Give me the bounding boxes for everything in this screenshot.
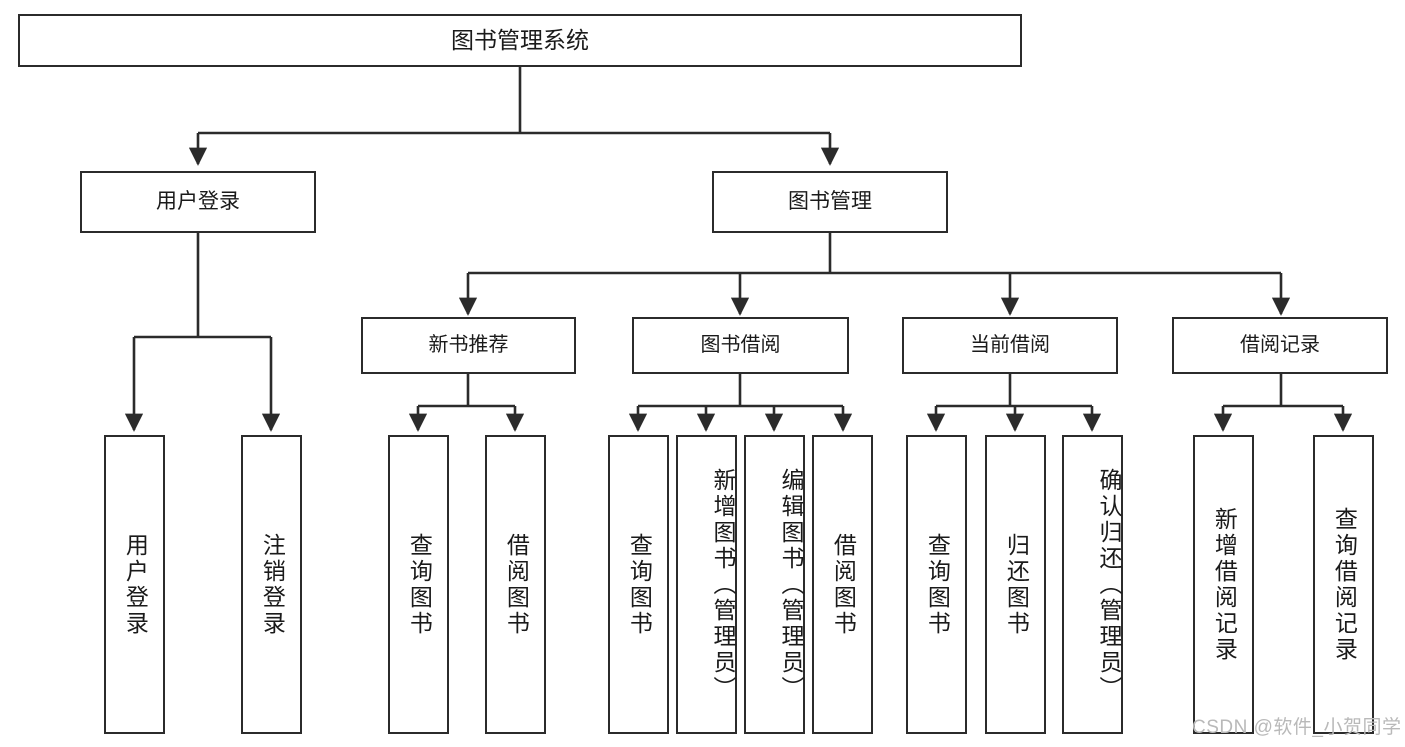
leaf-logout-login-label: 注销登录 <box>259 532 286 637</box>
leaf-return-book-label: 归还图书 <box>1003 532 1030 637</box>
node-root-label: 图书管理系统 <box>451 26 589 53</box>
node-book-borrow[interactable]: 图书借阅 <box>632 317 849 374</box>
leaf-add-record[interactable]: 新增借阅记录 <box>1193 435 1254 734</box>
node-book-borrow-label: 图书借阅 <box>700 334 781 357</box>
leaf-borrow-book-1[interactable]: 借阅图书 <box>485 435 546 734</box>
node-borrow-record-label: 借阅记录 <box>1240 334 1320 357</box>
node-user-login-label: 用户登录 <box>156 190 240 214</box>
leaf-add-record-label: 新增借阅记录 <box>1211 506 1238 663</box>
leaf-query-book-3[interactable]: 查询图书 <box>906 435 967 734</box>
leaf-user-login-label: 用户登录 <box>122 532 149 637</box>
csdn-watermark: CSDN @软件_小贺同学 <box>1192 717 1402 738</box>
leaf-query-book-3-label: 查询图书 <box>924 532 951 637</box>
node-current-borrow[interactable]: 当前借阅 <box>902 317 1118 374</box>
node-borrow-record[interactable]: 借阅记录 <box>1172 317 1388 374</box>
leaf-confirm-return[interactable]: 确认归还（管理员） <box>1062 435 1123 734</box>
leaf-user-login[interactable]: 用户登录 <box>104 435 165 734</box>
leaf-query-record[interactable]: 查询借阅记录 <box>1313 435 1374 734</box>
leaf-borrow-book-1-label: 借阅图书 <box>503 532 530 637</box>
node-new-book-recommend[interactable]: 新书推荐 <box>361 317 576 374</box>
leaf-logout-login[interactable]: 注销登录 <box>241 435 302 734</box>
leaf-edit-book[interactable]: 编辑图书（管理员） <box>744 435 805 734</box>
node-user-login[interactable]: 用户登录 <box>80 171 316 233</box>
node-book-manage-label: 图书管理 <box>788 190 872 214</box>
leaf-query-book-2-label: 查询图书 <box>626 532 653 637</box>
node-current-borrow-label: 当前借阅 <box>970 334 1050 357</box>
leaf-borrow-book-2[interactable]: 借阅图书 <box>812 435 873 734</box>
leaf-query-book-1-label: 查询图书 <box>406 532 433 637</box>
leaf-query-book-2[interactable]: 查询图书 <box>608 435 669 734</box>
leaf-borrow-book-2-label: 借阅图书 <box>830 532 857 637</box>
node-new-book-recommend-label: 新书推荐 <box>428 334 509 357</box>
leaf-add-book[interactable]: 新增图书（管理员） <box>676 435 737 734</box>
leaf-return-book[interactable]: 归还图书 <box>985 435 1046 734</box>
leaf-confirm-return-label: 确认归还（管理员） <box>1096 467 1122 702</box>
leaf-edit-book-label: 编辑图书（管理员） <box>778 467 804 702</box>
node-book-manage[interactable]: 图书管理 <box>712 171 948 233</box>
leaf-add-book-label: 新增图书（管理员） <box>710 467 736 702</box>
node-root[interactable]: 图书管理系统 <box>18 14 1022 67</box>
leaf-query-record-label: 查询借阅记录 <box>1331 506 1358 663</box>
leaf-query-book-1[interactable]: 查询图书 <box>388 435 449 734</box>
